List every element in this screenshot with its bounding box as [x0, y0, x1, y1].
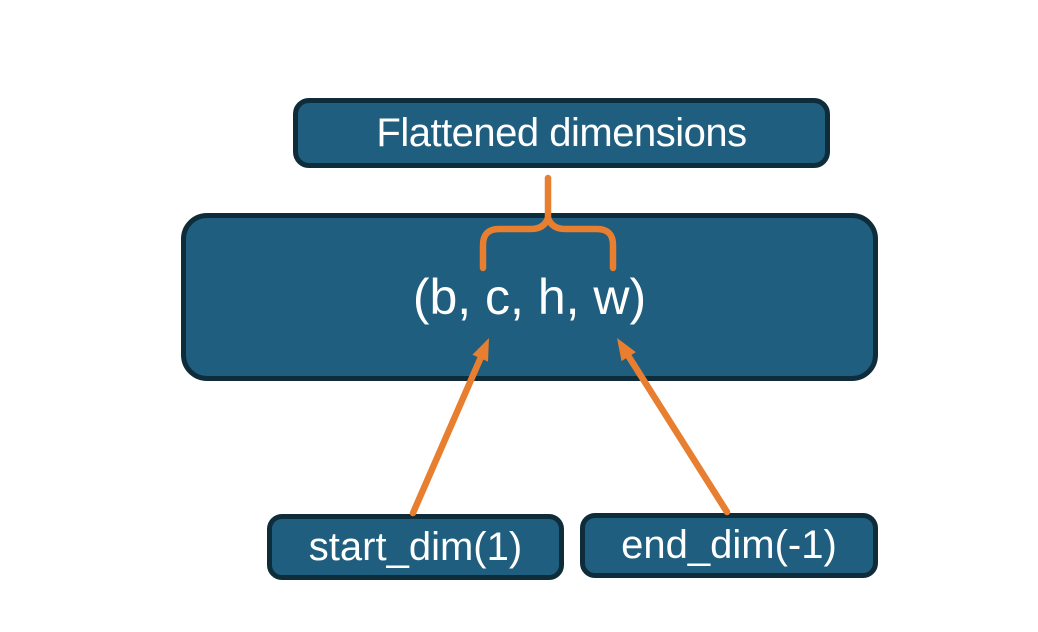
node-tensor-shape-label: (b, c, h, w) [412, 269, 647, 325]
node-end-dim: end_dim(-1) [580, 513, 878, 578]
node-flattened-dimensions-label: Flattened dimensions [376, 110, 747, 155]
node-start-dim-label: start_dim(1) [308, 524, 523, 569]
node-start-dim: start_dim(1) [267, 514, 564, 580]
node-flattened-dimensions: Flattened dimensions [293, 98, 830, 168]
node-tensor-shape: (b, c, h, w) [181, 213, 878, 381]
node-end-dim-label: end_dim(-1) [621, 523, 837, 567]
